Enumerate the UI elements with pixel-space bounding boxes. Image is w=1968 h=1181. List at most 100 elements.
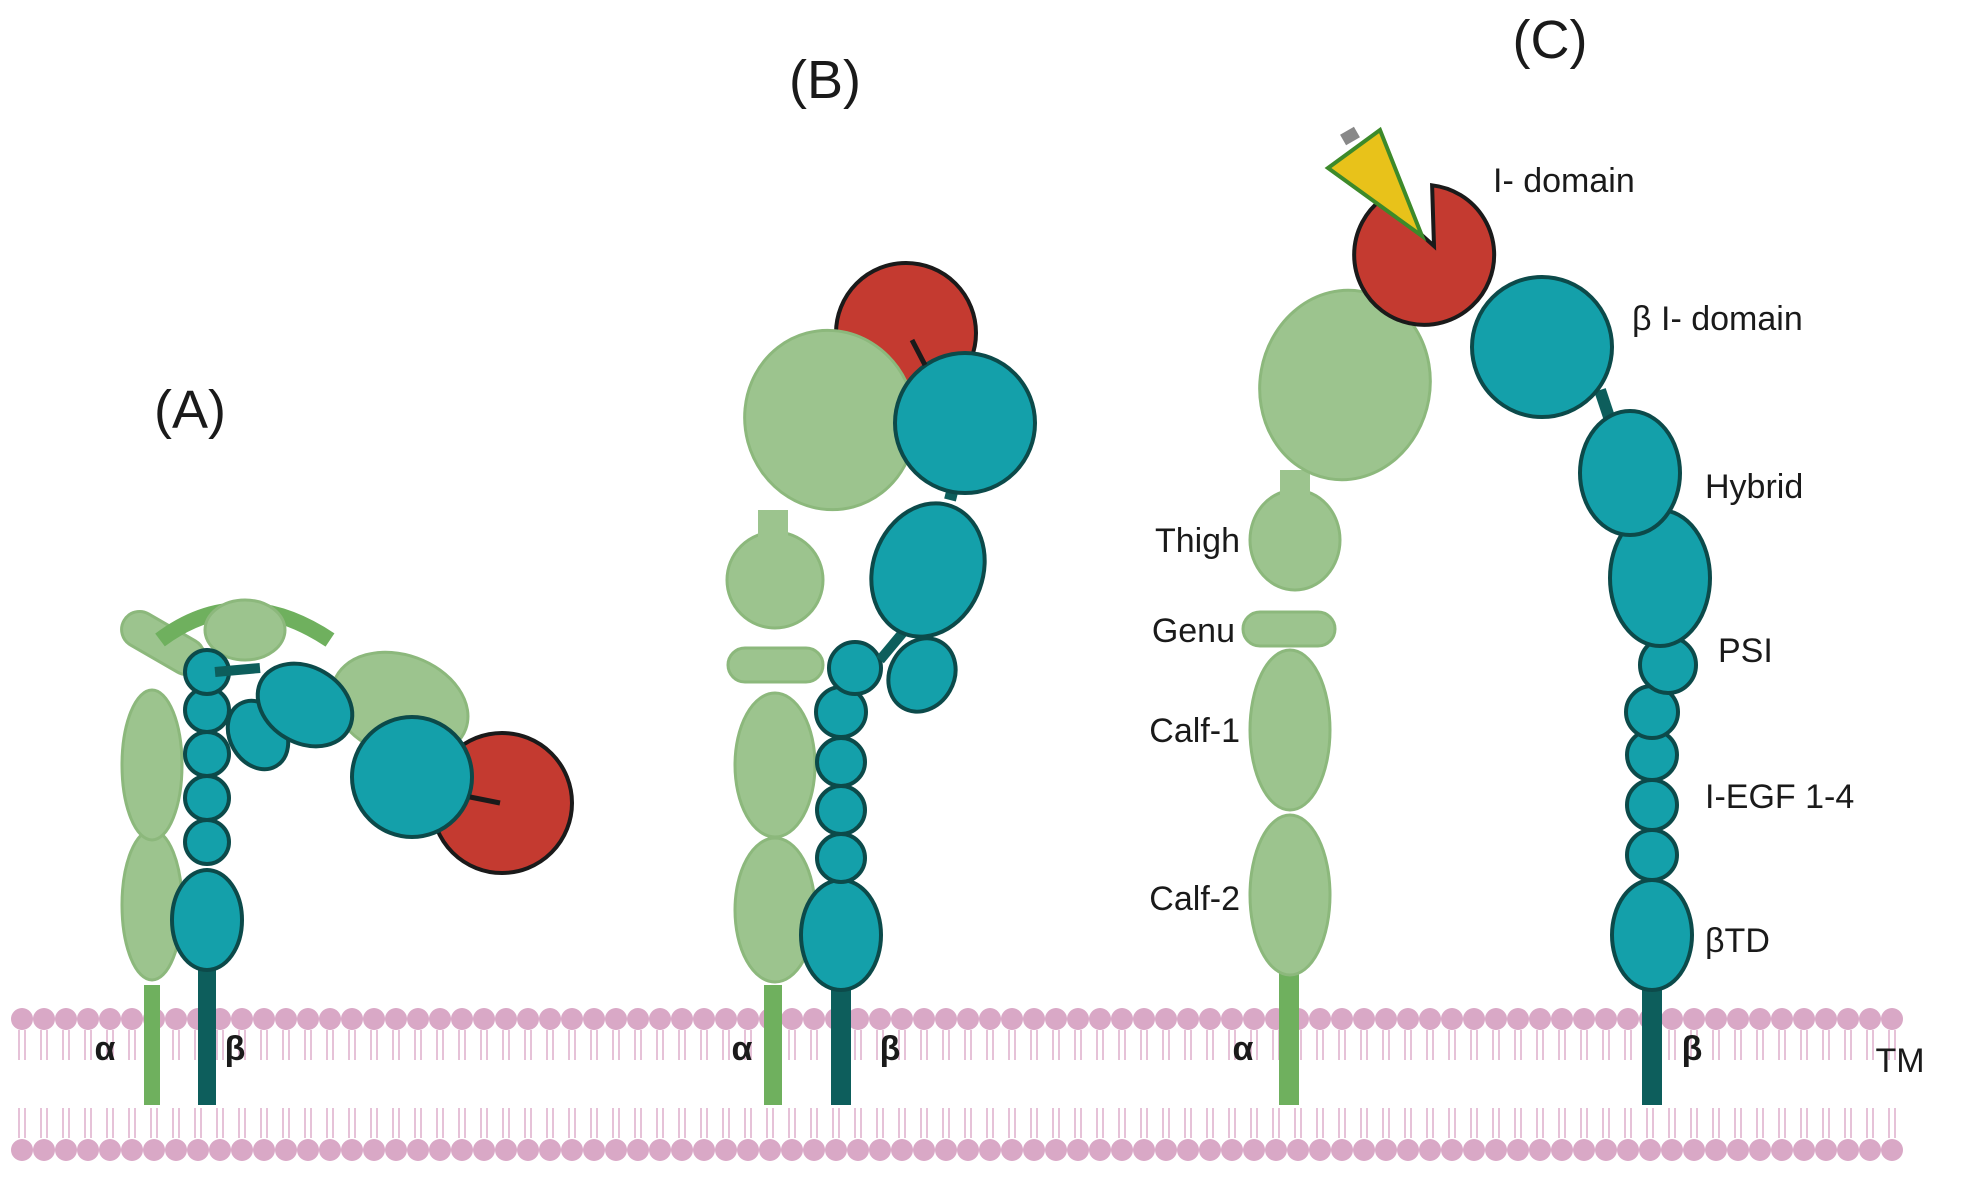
cell-membrane (11, 1008, 1903, 1161)
alpha-calf2-b (733, 836, 817, 984)
lipid-head (1221, 1008, 1243, 1030)
membrane-tails (18, 1030, 1896, 1138)
lipid-head (99, 1008, 121, 1030)
lipid-head (913, 1139, 935, 1161)
lipid-head (935, 1139, 957, 1161)
lipid-head (671, 1139, 693, 1161)
lipid-head (869, 1008, 891, 1030)
beta-iegf4-b (815, 832, 867, 884)
alpha-thigh-c (1248, 488, 1342, 592)
lipid-head (385, 1008, 407, 1030)
lipid-head (1881, 1139, 1903, 1161)
integrin-extended-open-c: (C) I- domain β I- domain Hybrid PSI I-E… (1149, 10, 1854, 1105)
lipid-head (1463, 1139, 1485, 1161)
label-tm: TM (1875, 1042, 1924, 1080)
integrin-extended-closed-b: (B) α β (725, 50, 1037, 1105)
lipid-head (781, 1008, 803, 1030)
lipid-head (99, 1139, 121, 1161)
lipid-head (1595, 1008, 1617, 1030)
ligand-tag-c (1340, 126, 1360, 146)
lipid-head (1353, 1139, 1375, 1161)
label-thigh: Thigh (1155, 522, 1240, 560)
panel-label-c: (C) (1513, 10, 1588, 70)
lipid-head (143, 1139, 165, 1161)
lipid-head (1133, 1008, 1155, 1030)
lipid-head (253, 1139, 275, 1161)
lipid-head (1617, 1008, 1639, 1030)
beta-hybrid-a (255, 661, 355, 749)
lipid-head (1243, 1008, 1265, 1030)
lipid-head (55, 1139, 77, 1161)
lipid-head (1529, 1008, 1551, 1030)
lipid-head (297, 1008, 319, 1030)
lipid-head (363, 1008, 385, 1030)
label-iegf: I-EGF 1-4 (1705, 778, 1854, 816)
lipid-head (1529, 1139, 1551, 1161)
label-beta-i-domain: β I- domain (1632, 300, 1803, 338)
lipid-head (231, 1139, 253, 1161)
lipid-head (319, 1139, 341, 1161)
lipid-head (1023, 1008, 1045, 1030)
lipid-head (55, 1008, 77, 1030)
lipid-head (1309, 1008, 1331, 1030)
beta-iegf3-a (183, 774, 231, 822)
lipid-head (1045, 1008, 1067, 1030)
lipid-head (649, 1139, 671, 1161)
lipid-head (1573, 1139, 1595, 1161)
lipid-head (1067, 1008, 1089, 1030)
lipid-head (1705, 1008, 1727, 1030)
lipid-head (561, 1008, 583, 1030)
beta-i-domain-b (893, 351, 1037, 495)
lipid-head (561, 1139, 583, 1161)
lipid-head (1683, 1139, 1705, 1161)
lipid-head (1793, 1008, 1815, 1030)
beta-iegf4-c (1625, 828, 1679, 882)
lipid-head (737, 1139, 759, 1161)
lipid-head (1331, 1008, 1353, 1030)
lipid-head (605, 1139, 627, 1161)
beta-btd-a (170, 868, 244, 972)
label-calf2: Calf-2 (1149, 880, 1240, 918)
lipid-head (275, 1008, 297, 1030)
alpha-calf1-c (1248, 648, 1332, 812)
i-domain-c (1352, 183, 1497, 327)
panel-label-a: (A) (154, 380, 226, 440)
lipid-head (1419, 1008, 1441, 1030)
beta-btd-c (1610, 878, 1694, 992)
lipid-head (1771, 1139, 1793, 1161)
lipid-head (1617, 1139, 1639, 1161)
lipid-head (1441, 1008, 1463, 1030)
beta-label-a: β (225, 1030, 246, 1068)
lipid-head (473, 1008, 495, 1030)
lipid-head (1727, 1008, 1749, 1030)
lipid-head (935, 1008, 957, 1030)
beta-iegf4-a (183, 818, 231, 866)
alpha-neck-c (1280, 470, 1310, 500)
lipid-head (737, 1008, 759, 1030)
lipid-head (1859, 1139, 1881, 1161)
alpha-thigh-b (725, 530, 825, 630)
lipid-head (1309, 1139, 1331, 1161)
lipid-head (627, 1139, 649, 1161)
beta-iegf3-c (1625, 778, 1679, 832)
lipid-head (693, 1139, 715, 1161)
label-i-domain: I- domain (1493, 162, 1635, 200)
lipid-head (1375, 1139, 1397, 1161)
lipid-head (1111, 1008, 1133, 1030)
lipid-head (627, 1008, 649, 1030)
lipid-head (1287, 1139, 1309, 1161)
lipid-head (1089, 1139, 1111, 1161)
lipid-head (891, 1139, 913, 1161)
lipid-head (847, 1008, 869, 1030)
beta-label-c: β (1682, 1030, 1703, 1068)
beta-stalk-a (198, 955, 216, 1105)
alpha-stalk-c (1279, 970, 1299, 1105)
label-calf1: Calf-1 (1149, 712, 1240, 750)
lipid-head (385, 1139, 407, 1161)
lipid-head (11, 1008, 33, 1030)
lipid-head (1661, 1008, 1683, 1030)
lipid-head (429, 1008, 451, 1030)
beta-i-domain-c (1470, 275, 1614, 419)
lipid-head (1639, 1139, 1661, 1161)
lipid-head (913, 1008, 935, 1030)
